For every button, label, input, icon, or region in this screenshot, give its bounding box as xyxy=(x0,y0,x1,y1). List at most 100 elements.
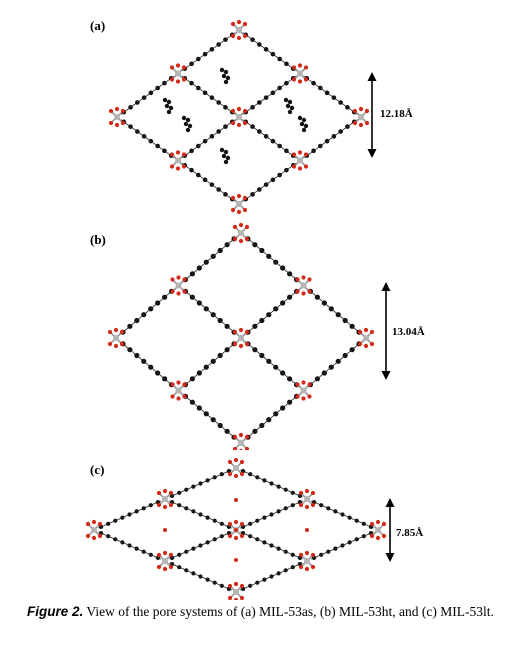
oxygen-atom xyxy=(156,502,162,508)
oxygen-atom xyxy=(238,432,244,438)
oxygen-atom xyxy=(239,459,245,465)
oxygen-atom xyxy=(239,471,245,477)
oxygen-atom xyxy=(238,222,244,228)
oxygen-atom xyxy=(291,77,297,82)
linker-bond xyxy=(169,469,232,498)
metal-atom xyxy=(175,157,181,164)
panel-b: (b) 13.04Å xyxy=(0,220,508,450)
oxygen-atom xyxy=(230,195,236,201)
oxygen-atom xyxy=(358,122,364,128)
oxygen-atom xyxy=(236,193,242,199)
oxygen-atom xyxy=(234,558,238,562)
oxygen-atom xyxy=(310,552,316,558)
linker-bond xyxy=(119,340,176,388)
metal-atom xyxy=(113,335,119,341)
oxygen-atom xyxy=(239,533,245,539)
oxygen-atom xyxy=(175,63,181,68)
metal-atom xyxy=(358,114,364,120)
oxygen-atom xyxy=(168,490,174,496)
oxygen-atom xyxy=(169,77,175,82)
oxygen-atom xyxy=(295,289,300,294)
oxygen-atom xyxy=(236,106,242,112)
panel-a: (a) 12.18Å xyxy=(0,0,508,220)
linker-bond xyxy=(311,531,374,560)
linker-bond xyxy=(244,393,301,441)
guest-molecule-atom xyxy=(287,109,293,115)
oxygen-atom xyxy=(369,521,375,527)
oxygen-atom xyxy=(120,120,126,126)
oxygen-atom xyxy=(352,108,358,114)
panel-a-distance: 12.18Å xyxy=(380,108,413,120)
metal-atom xyxy=(233,589,239,595)
linker-bond xyxy=(306,288,363,336)
oxygen-atom xyxy=(375,535,381,541)
linker-bond xyxy=(242,75,297,115)
linker-bond xyxy=(181,32,236,72)
oxygen-atom xyxy=(233,519,239,525)
linker-bond xyxy=(242,32,297,72)
guest-molecule-atom xyxy=(221,153,227,159)
panel-b-distance: 13.04Å xyxy=(392,326,425,338)
oxygen-atom xyxy=(91,535,97,541)
guest-molecule-atom xyxy=(297,115,303,121)
oxygen-atom xyxy=(227,583,233,589)
oxygen-atom xyxy=(230,120,236,126)
oxygen-atom xyxy=(182,382,187,387)
oxygen-atom xyxy=(369,533,375,539)
metal-atom xyxy=(375,527,381,533)
oxygen-atom xyxy=(108,108,114,114)
linker-bond xyxy=(311,500,374,529)
panel-a-structure xyxy=(108,19,377,215)
guest-molecule-atom xyxy=(223,149,229,155)
oxygen-atom xyxy=(239,448,243,450)
oxygen-atom xyxy=(244,341,250,347)
linker-bond xyxy=(240,531,303,560)
metal-atom xyxy=(175,387,182,394)
linker-bond xyxy=(240,562,303,591)
guest-molecule-atom xyxy=(166,99,172,105)
oxygen-atom xyxy=(369,341,375,347)
guest-molecule-atom xyxy=(283,97,289,103)
linker-bond xyxy=(244,340,301,388)
guest-molecule-atom xyxy=(285,103,291,109)
oxygen-atom xyxy=(181,65,187,70)
linker-bond xyxy=(244,235,301,283)
linker-bond xyxy=(120,75,175,115)
linker-bond xyxy=(98,500,161,529)
guest-molecule-atom xyxy=(225,155,231,161)
oxygen-atom xyxy=(352,120,358,126)
oxygen-atom xyxy=(232,341,238,347)
oxygen-atom xyxy=(97,533,103,539)
guest-molecule-atom xyxy=(221,73,227,79)
oxygen-atom xyxy=(230,108,236,114)
guest-molecule-atom xyxy=(299,121,305,127)
oxygen-atom xyxy=(232,224,238,230)
oxygen-atom xyxy=(232,446,238,450)
oxygen-atom xyxy=(298,552,304,558)
oxygen-atom xyxy=(107,329,113,335)
oxygen-atom xyxy=(297,166,303,171)
linker-bond xyxy=(181,162,236,202)
linker-bond xyxy=(119,288,176,336)
oxygen-atom xyxy=(304,566,310,572)
oxygen-atom xyxy=(307,277,312,282)
oxygen-atom xyxy=(162,488,168,494)
oxygen-atom xyxy=(113,343,119,349)
metal-atom xyxy=(175,70,181,77)
oxygen-atom xyxy=(244,224,250,230)
oxygen-atom xyxy=(238,238,244,244)
linker-bond xyxy=(181,393,238,441)
guest-molecule-atom xyxy=(183,121,189,127)
metal-atom xyxy=(304,558,310,564)
oxygen-atom xyxy=(364,120,370,126)
oxygen-atom xyxy=(169,152,175,157)
linker-bond xyxy=(306,340,363,388)
oxygen-atom xyxy=(236,122,242,128)
oxygen-atom xyxy=(310,490,316,496)
oxygen-atom xyxy=(295,394,300,399)
oxygen-atom xyxy=(227,533,233,539)
oxygen-atom xyxy=(295,277,300,282)
oxygen-atom xyxy=(375,519,381,525)
figure-label: Figure 2. xyxy=(27,604,84,619)
oxygen-atom xyxy=(168,564,174,570)
